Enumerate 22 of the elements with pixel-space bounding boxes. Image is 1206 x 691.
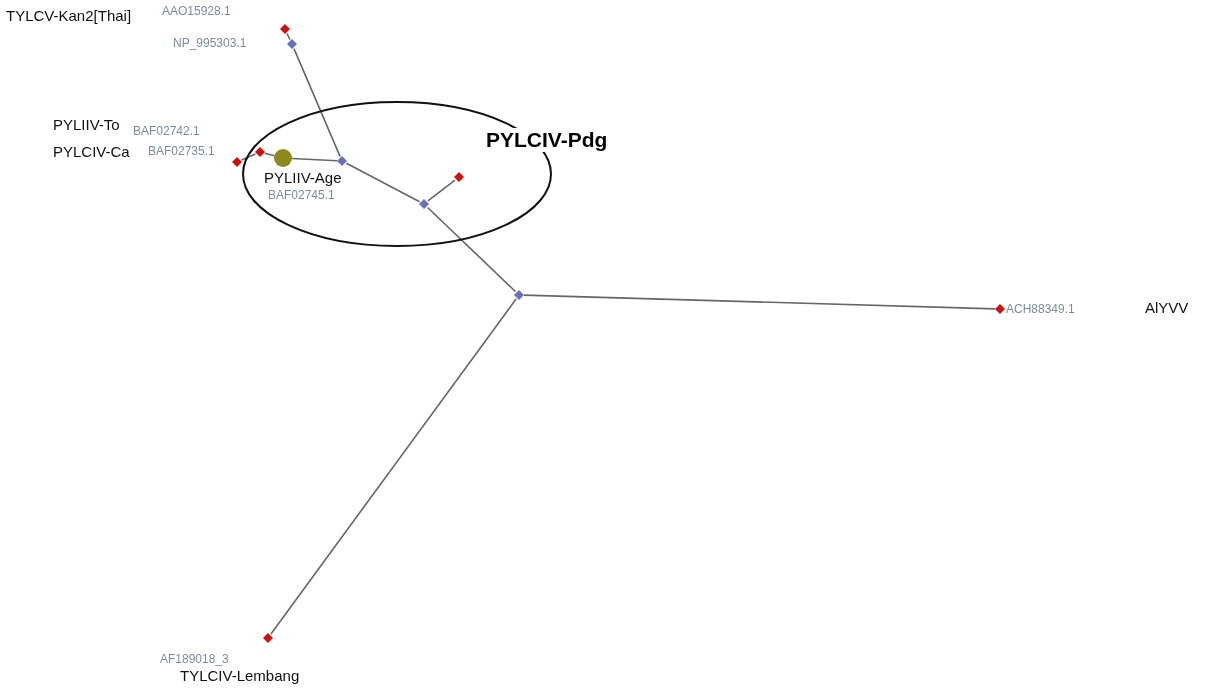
virus-name-label: PYLIIV-Age [264, 169, 342, 186]
tree-branch [270, 298, 517, 635]
tree-branch [286, 32, 291, 41]
tree-branch [345, 162, 421, 203]
tree-branch [523, 294, 996, 310]
tree-branch [264, 152, 276, 157]
tree-branch [427, 179, 456, 202]
tree-branch [293, 47, 341, 158]
accession-label: NP_995303.1 [173, 36, 247, 50]
virus-name-label: PYLIIV-To [53, 116, 120, 133]
tree-branch [426, 206, 517, 293]
virus-name-label: AlYVV [1145, 299, 1189, 316]
virus-name-label: TYLCV-Kan2[Thai] [6, 7, 132, 24]
tree-branch [291, 157, 338, 162]
accession-label: AAO15928.1 [162, 4, 231, 18]
accession-label: BAF02735.1 [148, 144, 215, 158]
virus-name-label: TYLCIV-Lembang [180, 667, 300, 684]
accession-label: BAF02742.1 [133, 124, 200, 138]
accession-label: ACH88349.1 [1006, 302, 1075, 316]
virus-name-label: PYLCIV-Ca [53, 143, 130, 160]
accession-label: AF189018_3 [160, 652, 229, 666]
accession-label: BAF02745.1 [268, 188, 335, 202]
